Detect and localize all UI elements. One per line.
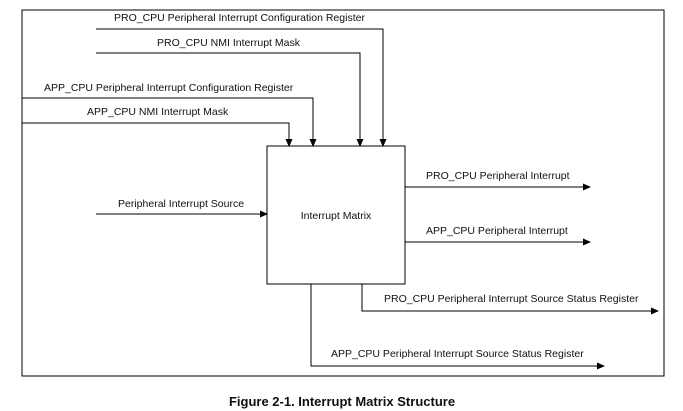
pro-cpu-status-register-line bbox=[361, 284, 659, 315]
pro-cpu-nmi-mask-line bbox=[96, 52, 364, 147]
app-cpu-config-register-label: APP_CPU Peripheral Interrupt Configurati… bbox=[44, 82, 294, 94]
pro-cpu-status-register-label: PRO_CPU Peripheral Interrupt Source Stat… bbox=[384, 293, 639, 305]
interrupt-matrix-label: Interrupt Matrix bbox=[301, 210, 372, 222]
app-cpu-nmi-mask-line bbox=[22, 122, 293, 147]
pro-cpu-peripheral-interrupt-label: PRO_CPU Peripheral Interrupt bbox=[426, 170, 570, 182]
pro-cpu-nmi-mask-label: PRO_CPU NMI Interrupt Mask bbox=[157, 37, 301, 49]
app-cpu-status-register-label: APP_CPU Peripheral Interrupt Source Stat… bbox=[331, 348, 584, 360]
pro-cpu-config-register-line bbox=[96, 28, 387, 147]
peripheral-interrupt-source-label: Peripheral Interrupt Source bbox=[118, 198, 244, 210]
figure-frame bbox=[21, 9, 665, 377]
app-cpu-status-register-line bbox=[310, 284, 605, 370]
pro-cpu-config-register-label: PRO_CPU Peripheral Interrupt Configurati… bbox=[114, 12, 365, 24]
app-cpu-peripheral-interrupt-label: APP_CPU Peripheral Interrupt bbox=[426, 225, 568, 237]
figure-caption: Figure 2-1. Interrupt Matrix Structure bbox=[229, 394, 455, 409]
app-cpu-config-register-line bbox=[22, 97, 317, 147]
interrupt-matrix-block bbox=[266, 145, 406, 285]
app-cpu-nmi-mask-label: APP_CPU NMI Interrupt Mask bbox=[87, 106, 229, 118]
